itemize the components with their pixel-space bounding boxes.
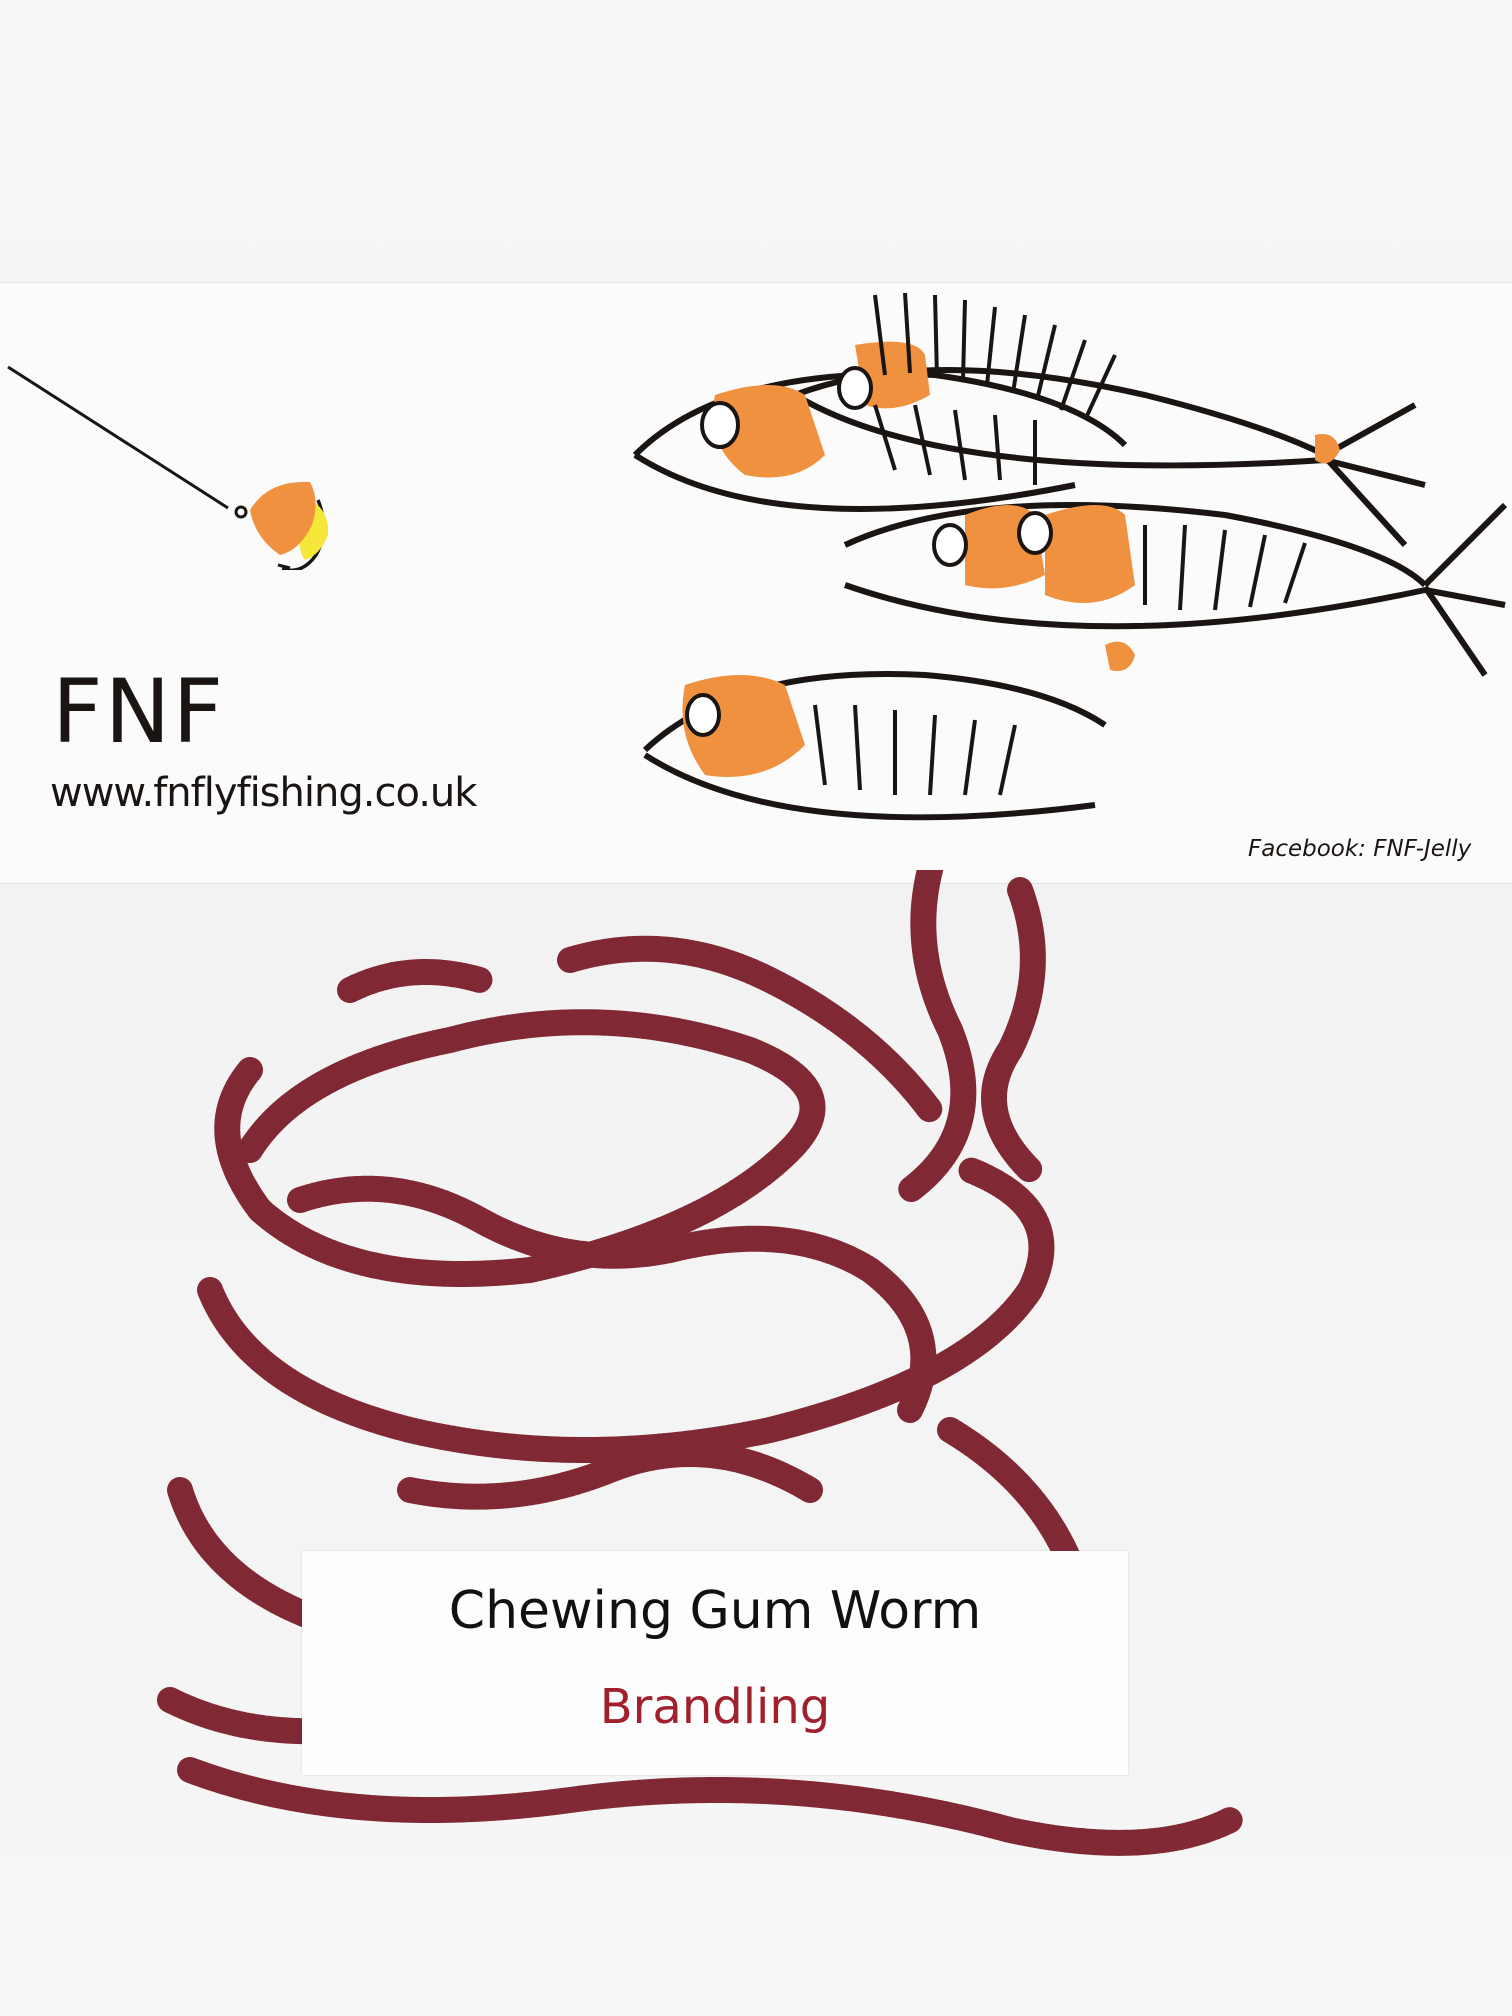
skeleton-fish-illustration xyxy=(632,292,1508,821)
product-variant: Brandling xyxy=(599,1679,831,1735)
header-card xyxy=(0,282,1512,884)
product-name: Chewing Gum Worm xyxy=(448,1581,982,1641)
fly-hook-illustration xyxy=(7,365,329,570)
website-url: www.fnflyfishing.co.uk xyxy=(50,770,477,816)
brand-logo: FNF xyxy=(52,660,226,763)
product-label: Chewing Gum Worm Brandling xyxy=(302,1551,1128,1775)
facebook-handle: Facebook: FNF-Jelly xyxy=(1248,836,1472,862)
